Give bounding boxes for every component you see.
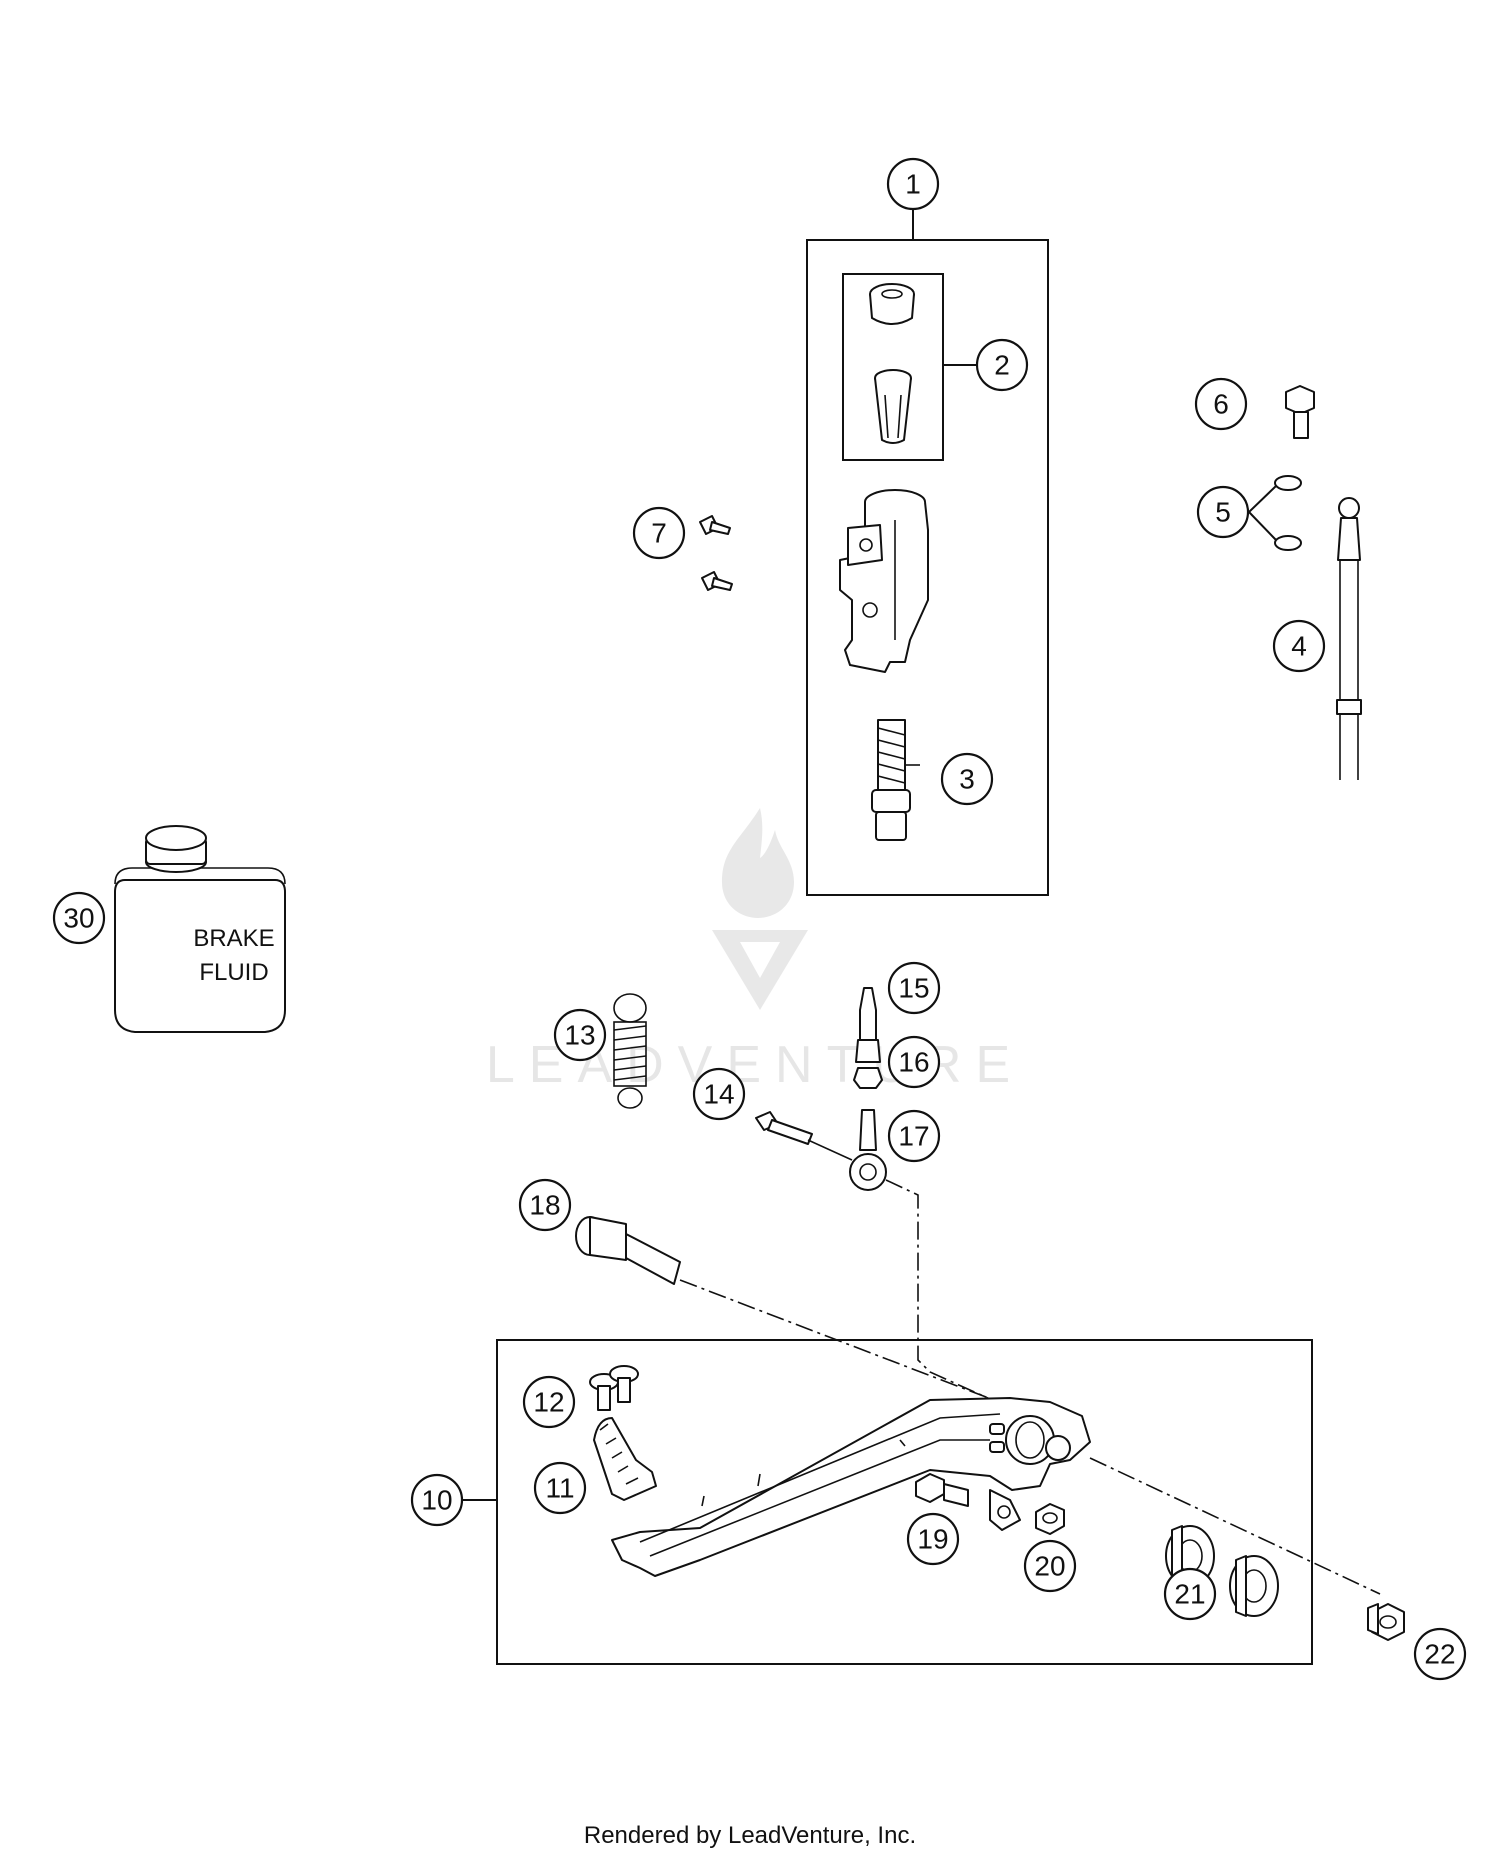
stop-bolt	[915, 1473, 969, 1507]
reservoir-bellows	[874, 369, 912, 444]
brake-fluid-can: BRAKE FLUID	[114, 825, 286, 1033]
callout-5: 5	[1196, 485, 1250, 539]
callout-14: 14	[692, 1067, 746, 1121]
return-spring	[613, 993, 647, 1109]
callout-18-label: 18	[529, 1190, 560, 1221]
tread-screws	[589, 1365, 639, 1411]
callout-13: 13	[553, 1008, 607, 1062]
callout-1-label: 1	[905, 169, 921, 200]
callout-6-label: 6	[1213, 389, 1229, 420]
reservoir-cap	[869, 283, 915, 325]
master-cylinder-body	[839, 489, 929, 673]
callout-13-label: 13	[564, 1020, 595, 1051]
callout-15: 15	[887, 961, 941, 1015]
bolt-pair	[699, 515, 733, 591]
brake-pedal-arm	[611, 1397, 1091, 1577]
pivot-pin	[575, 1216, 1021, 1411]
pedal-tread	[593, 1417, 657, 1501]
callout-17: 17	[887, 1109, 941, 1163]
callout-1: 1	[886, 157, 940, 211]
pedal-nut	[1035, 1503, 1065, 1535]
callout-17-label: 17	[898, 1121, 929, 1152]
axle-nut	[1367, 1603, 1405, 1641]
callout-22: 22	[1413, 1627, 1467, 1681]
callout-21-label: 21	[1174, 1579, 1205, 1610]
callout-16: 16	[887, 1035, 941, 1089]
callout-7-label: 7	[651, 518, 667, 549]
callout-12: 12	[522, 1375, 576, 1429]
callout-30-label: 30	[63, 903, 94, 934]
callout-2: 2	[975, 338, 1029, 392]
callout-7: 7	[632, 506, 686, 560]
callout-21: 21	[1163, 1567, 1217, 1621]
pushrod-assembly	[755, 987, 887, 1191]
brake-hose-assembly	[1248, 385, 1362, 780]
callout-4: 4	[1272, 619, 1326, 673]
callout-15-label: 15	[898, 973, 929, 1004]
callout-6: 6	[1194, 377, 1248, 431]
pedal-bearings	[1089, 1457, 1381, 1617]
piston-kit	[871, 719, 920, 841]
callout-3: 3	[940, 752, 994, 806]
callout-20: 20	[1023, 1539, 1077, 1593]
render-credit: Rendered by LeadVenture, Inc.	[583, 1822, 917, 1849]
callout-22-label: 22	[1424, 1639, 1455, 1670]
callout-30: 30	[52, 891, 106, 945]
callout-19: 19	[906, 1512, 960, 1566]
watermark-flame-icon	[722, 808, 794, 918]
callout-19-label: 19	[917, 1524, 948, 1555]
brake-pedal-assembly	[463, 1339, 1381, 1665]
callout-12-label: 12	[533, 1387, 564, 1418]
callout-14-label: 14	[703, 1079, 734, 1110]
callout-10-label: 10	[421, 1485, 452, 1516]
brake-fluid-label-line1: BRAKE	[193, 925, 274, 952]
callout-10: 10	[410, 1473, 464, 1527]
brake-fluid-label-line2: FLUID	[199, 959, 268, 986]
callout-2-label: 2	[994, 350, 1010, 381]
callout-18: 18	[518, 1178, 572, 1232]
callout-11: 11	[533, 1461, 587, 1515]
pushrod-link-line	[885, 1179, 1011, 1409]
callout-20-label: 20	[1034, 1551, 1065, 1582]
callout-11-label: 11	[545, 1473, 574, 1504]
callout-5-label: 5	[1215, 497, 1231, 528]
watermark-v-icon	[712, 930, 808, 1010]
callout-3-label: 3	[959, 764, 975, 795]
callout-4-label: 4	[1291, 631, 1307, 662]
callout-16-label: 16	[898, 1047, 929, 1078]
master-cylinder-assembly	[806, 206, 1049, 896]
